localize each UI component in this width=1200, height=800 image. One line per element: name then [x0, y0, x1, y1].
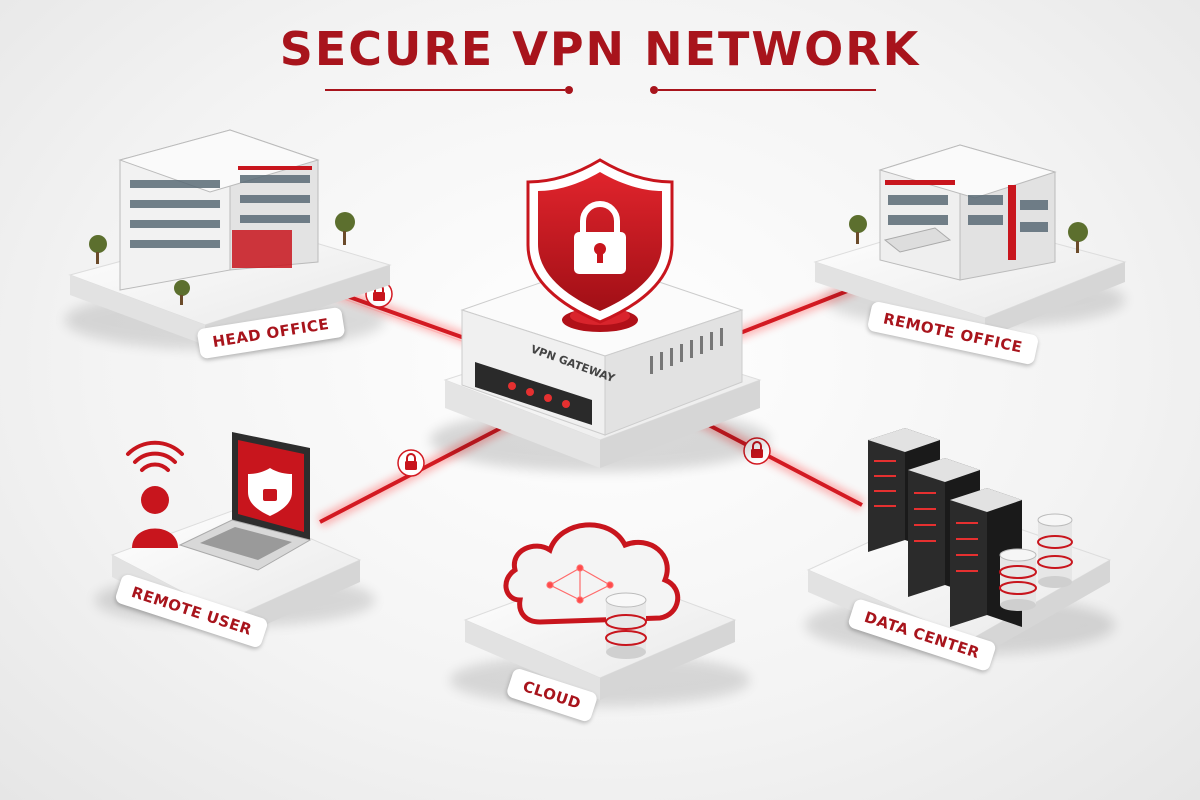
database-icon: [605, 592, 647, 659]
database-icon: [999, 513, 1073, 611]
wifi-icon: [126, 440, 184, 472]
title-divider-right: [658, 89, 876, 91]
page-title: SECURE VPN NETWORK: [279, 22, 921, 76]
padlock-icon: [397, 449, 425, 477]
title-divider-dot: [650, 86, 658, 94]
title-divider-left: [325, 89, 565, 91]
title-divider-dot: [565, 86, 573, 94]
cloud-node: [450, 522, 750, 706]
vpn-gateway: VPN GATEWAY: [430, 261, 770, 472]
remote-office-node: [813, 144, 1127, 338]
network-mesh-icon: [546, 564, 614, 604]
shield-lock-icon: [526, 158, 674, 324]
server-rack-icon: [868, 428, 1022, 627]
